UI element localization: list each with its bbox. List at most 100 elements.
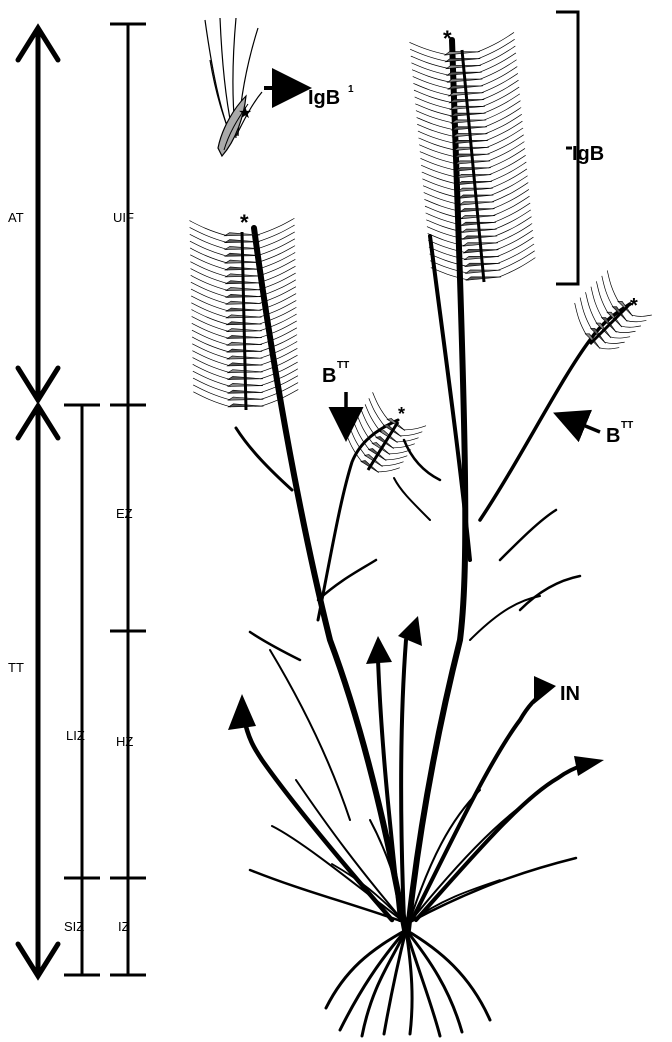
awn [477,32,514,52]
btt-right-label: B [606,425,620,447]
awn [420,152,458,164]
stem-segment [410,858,576,922]
awn [575,303,587,335]
awn [413,76,451,88]
liz-siz-bar [64,405,100,975]
uif-label: UIF [113,210,134,225]
at-double-arrow [18,28,58,400]
awn [416,111,454,123]
root [340,930,406,1030]
iz-label: IZ [118,919,130,934]
spikelet-star-marker: ★ [238,105,252,122]
inflorescence-right-tiller [575,270,652,348]
asterisk-left-tiller: * [398,404,405,424]
ez-label: EZ [116,506,133,521]
awn [411,63,449,75]
awn [417,124,455,136]
inflorescence-right-main [409,32,535,282]
awn [605,342,625,343]
igb1-superscript: 1 [348,84,354,95]
awn [404,426,426,430]
stem-segment [250,632,300,660]
inflorescence-left-tiller [346,392,426,472]
awn [415,104,453,116]
zone-bar [110,24,146,975]
stem-segment [378,660,400,920]
awn [396,438,418,442]
rachis [242,232,246,410]
stem-segment [236,428,292,490]
awn [626,320,646,321]
awn [596,281,608,313]
root [326,930,406,1008]
awn [411,56,449,68]
igb-label: IgB [572,143,604,165]
awn [610,337,630,338]
spikelet-detail [205,18,262,156]
at-label: AT [8,210,24,225]
stem-segment [270,650,350,820]
stem-segment [401,640,406,920]
tiller-arrowhead-center-left [366,636,392,664]
awn [591,287,603,319]
siz-label: SIZ [64,919,84,934]
awn [586,292,598,324]
root [406,930,490,1020]
awn [257,218,294,235]
plant-stems [236,40,630,930]
awn [413,83,451,95]
awn [419,145,457,157]
stem-segment [500,510,556,560]
awn [393,444,415,448]
awn [615,331,635,332]
tt-label: TT [8,660,24,675]
awn [418,131,456,143]
hz-label: HZ [116,734,133,749]
awn [580,298,592,330]
btt-left-superscript: TT [337,360,349,371]
tiller-arrowhead-center-right [398,616,422,646]
awn [410,49,448,61]
awn [415,97,453,109]
asterisk-right-main: * [443,26,452,51]
rachis [590,306,628,344]
rachis [462,50,484,282]
awn [607,270,619,302]
igb1-label: IgB [308,87,340,109]
awn [381,462,403,466]
awn [621,326,641,327]
root [362,930,406,1036]
stem-segment [250,870,404,922]
stem-segment [408,40,465,930]
awn [400,432,422,436]
liz-label: LIZ [66,728,85,743]
awn [602,276,614,308]
asterisk-left-main: * [240,210,249,235]
btt-right-superscript: TT [621,420,633,431]
tiller-arrowhead-in [534,676,556,704]
plant-roots [326,930,490,1036]
awn [419,138,457,150]
awn [599,348,619,349]
inflorescence-left-main [189,218,298,410]
awn [378,468,400,472]
btt-right-arrow [566,418,600,432]
stem-segment [520,576,580,610]
stem-segment [404,440,440,480]
tiller-arrowhead-right [574,756,604,776]
in-label: IN [560,683,580,705]
awn [373,392,389,420]
tiller-arrowhead-left [228,694,256,730]
awn [417,117,455,129]
stem-segment [394,478,430,520]
asterisk-right-tiller: * [630,295,638,317]
awn [189,221,227,236]
awn [414,90,452,102]
btt-left-label: B [322,365,336,387]
awn [412,70,450,82]
tt-double-arrow [18,406,58,976]
awn [385,456,407,460]
stem-segment [480,304,630,520]
awn [409,42,447,54]
